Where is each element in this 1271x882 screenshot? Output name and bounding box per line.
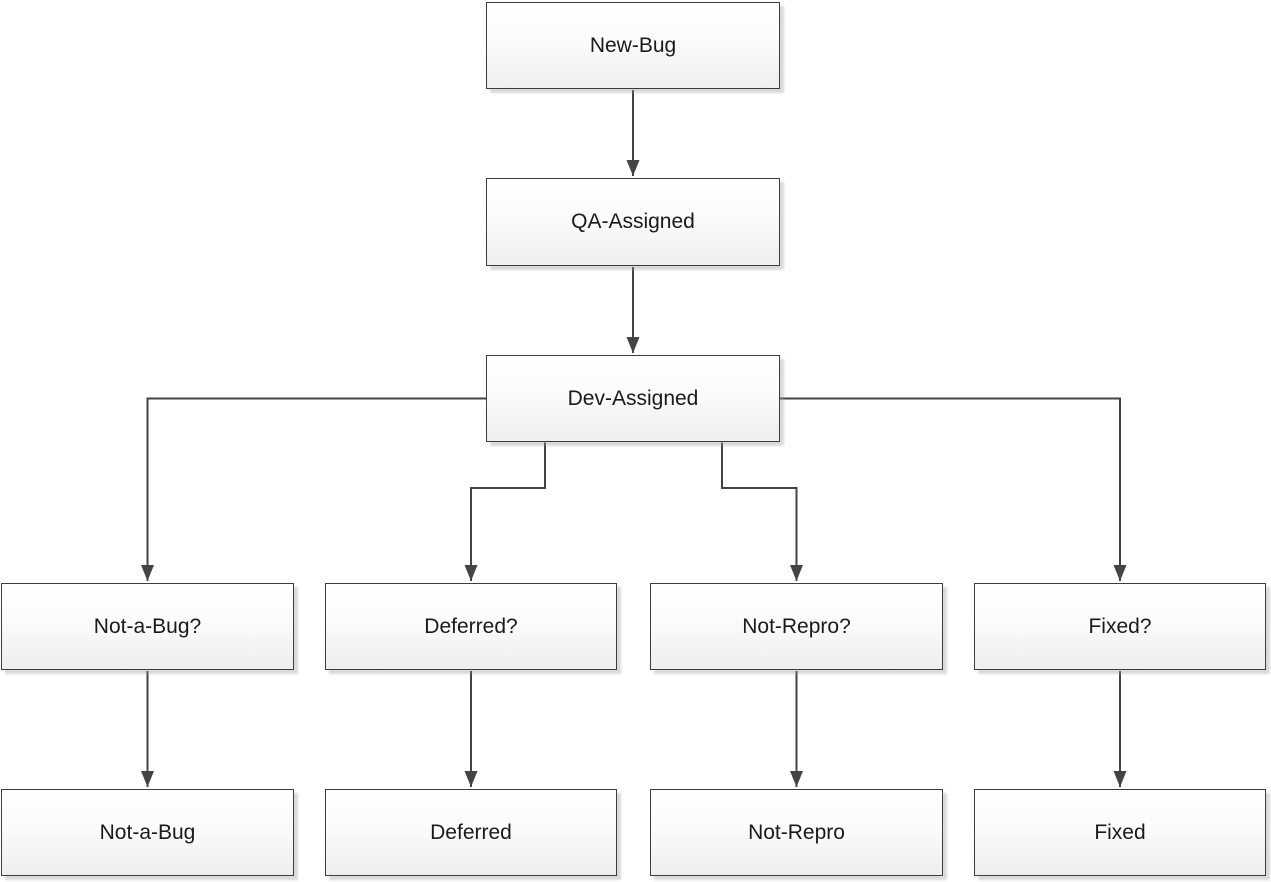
node-not-repro-label: Not-Repro xyxy=(748,820,845,844)
node-deferred-label: Deferred xyxy=(430,820,512,844)
node-not-a-bug-question-label: Not-a-Bug? xyxy=(93,614,202,638)
node-dev-assigned: Dev-Assigned xyxy=(486,355,780,442)
node-new-bug-label: New-Bug xyxy=(589,33,677,57)
node-not-a-bug: Not-a-Bug xyxy=(1,789,294,876)
node-qa-assigned-label: QA-Assigned xyxy=(571,210,695,233)
node-not-a-bug-question: Not-a-Bug? xyxy=(1,583,294,670)
node-fixed-question: Fixed? xyxy=(974,583,1266,670)
node-dev-assigned-label: Dev-Assigned xyxy=(567,386,699,410)
node-not-repro-question-label: Not-Repro? xyxy=(742,614,851,638)
node-deferred: Deferred xyxy=(325,789,617,876)
node-fixed-question-label: Fixed? xyxy=(1088,614,1152,638)
connector-devassigned-notreproq xyxy=(721,442,803,581)
node-not-a-bug-label: Not-a-Bug xyxy=(99,820,196,844)
node-deferred-question: Deferred? xyxy=(325,583,617,670)
node-fixed: Fixed xyxy=(974,789,1266,876)
node-not-repro-question: Not-Repro? xyxy=(650,583,943,670)
connector-devassigned-fixedq xyxy=(780,397,1127,581)
node-new-bug: New-Bug xyxy=(486,2,780,89)
node-fixed-label: Fixed xyxy=(1094,820,1146,844)
node-qa-assigned: QA-Assigned xyxy=(486,178,780,266)
connector-devassigned-deferredq xyxy=(464,442,546,581)
connector-devassigned-notabugq xyxy=(141,397,486,581)
node-deferred-question-label: Deferred? xyxy=(424,614,518,638)
node-not-repro: Not-Repro xyxy=(650,789,943,876)
